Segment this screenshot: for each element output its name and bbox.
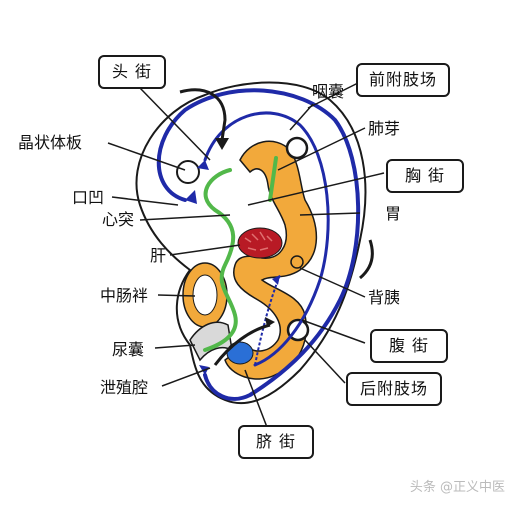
label-pharyngeal-pouch: 咽囊 xyxy=(312,82,345,101)
blue-arrowhead-2 xyxy=(197,160,209,170)
box-umbilical-street: 脐 街 xyxy=(238,425,314,459)
label-midgut-loop: 中肠袢 xyxy=(100,286,149,305)
liver-texture xyxy=(244,231,273,251)
blue-arrowhead-4 xyxy=(272,275,280,285)
yolk-stalk-inner xyxy=(192,274,218,316)
label-lens-placode: 晶状体板 xyxy=(18,133,83,152)
label-stomach: 胃 xyxy=(385,204,402,223)
green-stream xyxy=(203,168,238,352)
box-hindlimb-field: 后附肢场 xyxy=(346,372,442,406)
lung-bud xyxy=(268,156,278,202)
liver xyxy=(237,227,283,259)
gut-tube xyxy=(224,140,318,380)
label-heart-bulge: 心突 xyxy=(102,210,135,229)
label-dorsal-pancreas: 背胰 xyxy=(368,288,401,307)
label-stomodeum: 口凹 xyxy=(72,188,105,207)
label-allantois: 尿囊 xyxy=(112,340,145,359)
blue-outer-stream xyxy=(156,88,361,401)
label-cloaca: 泄殖腔 xyxy=(100,378,149,397)
box-abdomen-street: 腹 街 xyxy=(370,329,448,363)
black-right-curve xyxy=(359,239,374,280)
forelimb-circle xyxy=(285,136,309,160)
black-head-arrowhead xyxy=(215,138,229,150)
box-head-street: 头 街 xyxy=(98,55,166,89)
lens-placode xyxy=(176,160,200,184)
label-liver: 肝 xyxy=(150,246,167,265)
watermark: 头条 @正义中医 xyxy=(409,480,505,495)
label-lung-bud: 肺芽 xyxy=(368,119,401,138)
black-umbilical-arrow xyxy=(213,323,271,366)
box-forelimb-field: 前附肢场 xyxy=(356,63,450,97)
black-head-arrow xyxy=(179,88,227,141)
blue-arrowhead-1 xyxy=(185,190,197,204)
leader-lines xyxy=(107,81,385,436)
cloaca-blob xyxy=(226,341,254,365)
black-umbilical-arrowhead xyxy=(265,317,275,327)
box-chest-street: 胸 街 xyxy=(386,159,464,193)
dorsal-pancreas xyxy=(290,255,304,269)
blue-middle-stream xyxy=(203,111,330,367)
